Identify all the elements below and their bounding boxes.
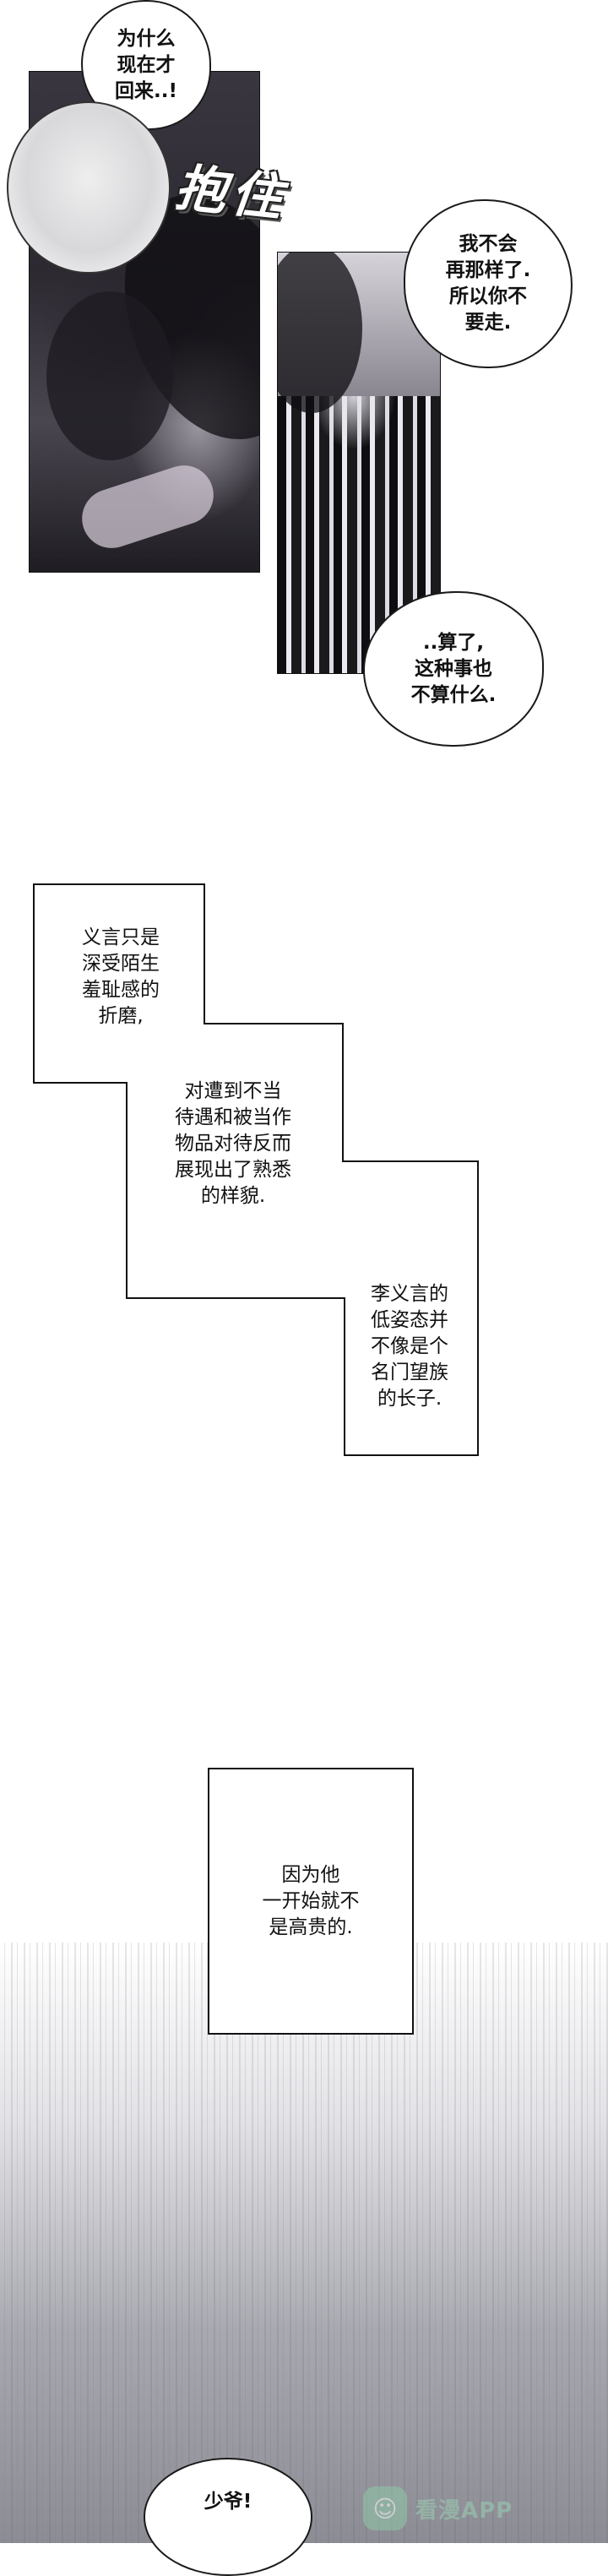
shoulder-shape <box>46 291 173 460</box>
narration-step-3: 李义言的 低姿态并 不像是个 名门望族 的长子. <box>371 1283 448 1410</box>
narration-staircase: 义言只是 深受陌生 羞耻感的 折磨, 对遭到不当 待遇和被当作 物品对待反而 展… <box>32 883 505 1457</box>
app-logo-icon: ☺ <box>363 2486 407 2530</box>
staircase-outline <box>33 883 479 1456</box>
box-line: 一开始就不 <box>262 1889 360 1912</box>
bubble-line: 这种事也 <box>415 657 492 680</box>
bubble-line: 再那样了. <box>445 259 531 281</box>
bubble-line: 回来..! <box>115 79 177 102</box>
speech-bubble-right-top: 我不会 再那样了. 所以你不 要走. <box>404 199 573 368</box>
bubble-line: 所以你不 <box>449 285 527 307</box>
bubble-line: 现在才 <box>117 53 176 76</box>
speech-bubble-right-bottom: ..算了, 这种事也 不算什么. <box>363 591 544 747</box>
watermark: ☺ 看漫APP <box>363 2483 583 2534</box>
speed-lines-background <box>0 1943 608 2543</box>
bubble-line: ..算了, <box>422 631 485 654</box>
thought-cloud <box>7 101 171 274</box>
hand-shape <box>74 457 221 557</box>
bubble-line: 要走. <box>464 312 512 334</box>
bubble-line: 不算什么. <box>410 683 497 706</box>
speech-bubble-top: 为什么 现在才 回来..! <box>81 0 211 130</box>
watermark-text: 看漫APP <box>415 2497 513 2524</box>
box-line: 因为他 <box>281 1863 340 1886</box>
hair-shape <box>278 253 362 413</box>
narration-step-1: 义言只是 深受陌生 羞耻感的 折磨, <box>82 927 160 1027</box>
narration-step-2: 对遭到不当 待遇和被当作 物品对待反而 展现出了熟悉 的样貌. <box>175 1080 291 1207</box>
bubble-line: 我不会 <box>459 233 518 255</box>
bubble-line: 为什么 <box>117 27 176 50</box>
narration-box: 因为他 一开始就不 是高贵的. <box>208 1768 414 2035</box>
speech-bubble-bottom: 少爷! <box>144 2458 312 2576</box>
bubble-line: 少爷! <box>204 2491 252 2513</box>
box-line: 是高贵的. <box>269 1916 353 1938</box>
sfx-embrace: 抱住 <box>172 158 290 229</box>
